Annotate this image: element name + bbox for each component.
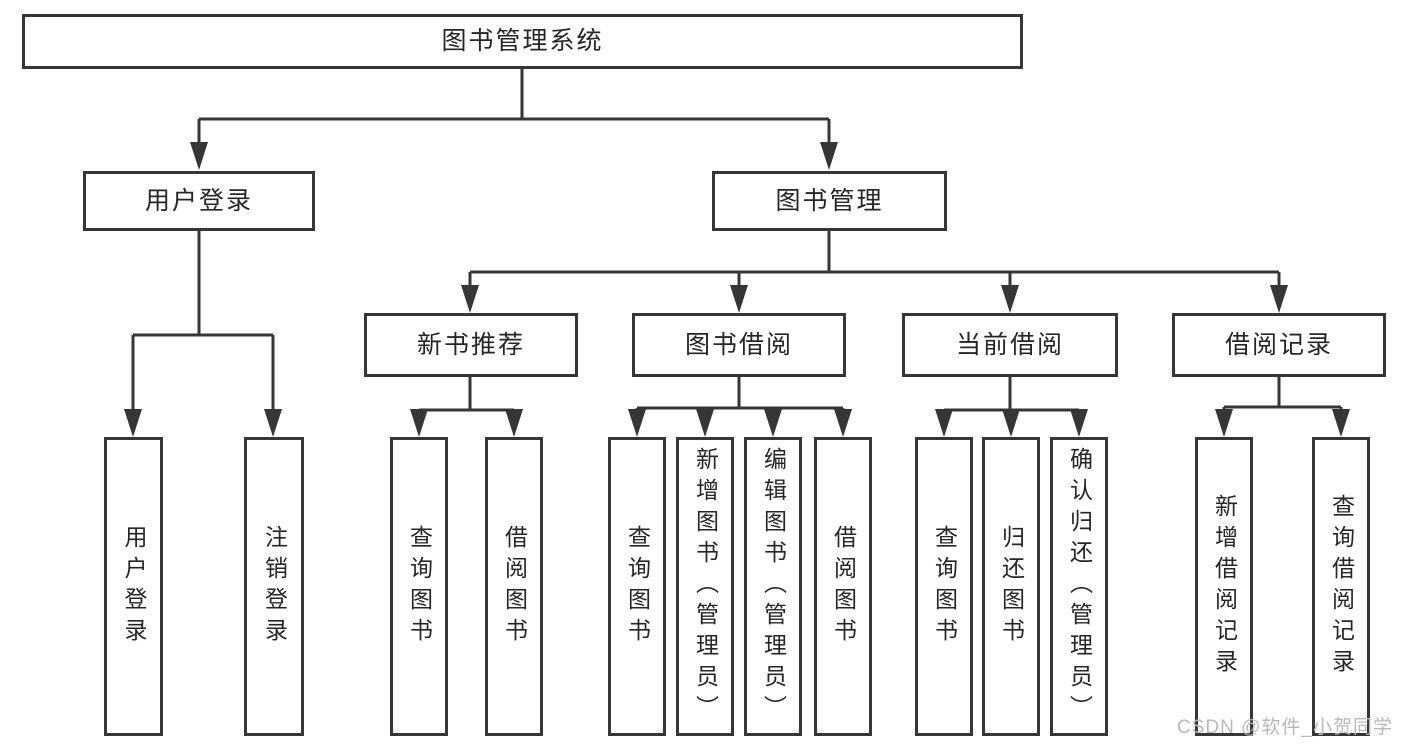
node-label: 归还图书 [998,524,1025,649]
node-borrowing-borrow-books: 借阅图书 [814,437,872,736]
connector-new-book-recommendation-to-leaves [410,377,523,437]
node-library-management-system: 图书管理系统 [22,14,1023,69]
node-current-query-books: 查询图书 [915,437,973,736]
node-user-login: 用户登录 [104,437,163,736]
node-recommend-query-books: 查询图书 [390,437,448,736]
node-add-borrow-record: 新增借阅记录 [1195,437,1253,736]
connector-current-borrowing-to-leaves [935,377,1088,437]
node-edit-book-admin: 编辑图书（管理员） [744,437,802,736]
node-label: 查询图书 [406,524,433,649]
node-label: 用户登录 [144,186,253,215]
node-label: 查询图书 [931,524,958,649]
node-book-borrowing: 图书借阅 [632,313,846,377]
node-label: 确认归还（管理员） [1066,447,1093,726]
connector-book-borrowing-to-leaves [628,377,852,437]
node-add-book-admin: 新增图书（管理员） [676,437,734,736]
node-borrowing-records: 借阅记录 [1172,313,1386,377]
node-book-management-module: 图书管理 [712,171,947,231]
node-label: 当前借阅 [955,330,1064,359]
node-return-book: 归还图书 [982,437,1040,736]
node-label: 借阅记录 [1224,330,1333,359]
node-query-borrow-record: 查询借阅记录 [1312,437,1370,736]
node-confirm-return-admin: 确认归还（管理员） [1050,437,1108,736]
connector-book-management-to-level3 [461,231,1288,313]
node-label: 注销登录 [261,524,288,649]
node-label: 借阅图书 [501,524,528,649]
node-recommend-borrow-books: 借阅图书 [485,437,543,736]
node-label: 查询借阅记录 [1328,493,1355,680]
node-label: 图书借阅 [684,330,793,359]
connector-user-login-to-leaves [124,231,282,437]
node-label: 编辑图书（管理员） [760,447,787,726]
node-label: 图书管理 [775,186,884,215]
watermark: CSDN @软件_小贺同学 [1177,717,1393,738]
node-borrowing-query-books: 查询图书 [608,437,666,736]
connector-borrowing-records-to-leaves [1215,377,1350,437]
node-label: 借阅图书 [830,524,857,649]
node-logout: 注销登录 [244,437,304,736]
node-label: 新增借阅记录 [1211,493,1238,680]
node-new-book-recommendation: 新书推荐 [364,313,578,377]
node-label: 新书推荐 [416,330,525,359]
node-label: 新增图书（管理员） [692,447,719,726]
node-label: 查询图书 [624,524,651,649]
connector-root-to-level2 [190,69,838,170]
node-user-login-module: 用户登录 [83,171,315,231]
node-current-borrowing: 当前借阅 [902,313,1118,377]
node-label: 图书管理系统 [441,27,604,55]
node-label: 用户登录 [121,524,147,649]
